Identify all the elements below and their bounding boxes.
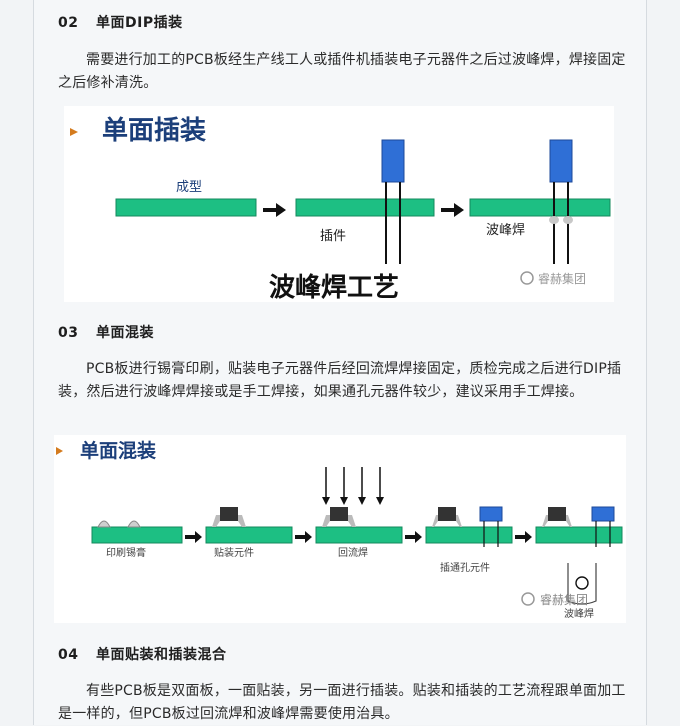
paragraph-mixed: PCB板进行锡膏印刷，贴装电子元器件后经回流焊焊接固定，质检完成之后进行DIP插…	[58, 361, 622, 400]
title-bullet-icon	[70, 128, 78, 136]
figure-single-mixed: 单面混装 印刷锡膏 贴装元件 回流焊	[54, 435, 626, 623]
smd-lead	[348, 515, 356, 527]
through-hole-component	[549, 139, 573, 183]
through-hole-component	[591, 506, 615, 522]
step-label-insertion: 插件	[320, 229, 346, 244]
section-number: 04	[58, 647, 79, 663]
smd-component	[330, 507, 348, 521]
arrow-icon	[185, 531, 202, 543]
step-label-reflow: 回流焊	[338, 546, 368, 559]
right-border	[646, 0, 647, 725]
section-number: 03	[58, 325, 79, 341]
smd-lead	[456, 515, 462, 527]
smd-component	[548, 507, 566, 521]
section-title: 单面贴装和插装混合	[96, 647, 227, 663]
through-hole-component	[381, 139, 405, 183]
through-hole-component	[479, 506, 503, 522]
dip-process-diagram: 单面插装 成型 插件 波峰焊 波峰焊工艺 睿赫集团	[70, 116, 611, 302]
step-label-wave: 波峰焊	[564, 607, 594, 620]
solder-joint	[563, 216, 573, 224]
section-heading-02: 02 单面DIP插装	[58, 12, 183, 32]
step-label-insert: 插通孔元件	[440, 561, 490, 574]
title-bullet-icon	[56, 447, 63, 455]
section-heading-04: 04 单面贴装和插装混合	[58, 644, 227, 664]
smd-lead	[212, 515, 220, 527]
smd-component	[220, 507, 238, 521]
smd-lead	[238, 515, 246, 527]
solder-joint	[549, 216, 559, 224]
smd-lead	[566, 515, 572, 527]
watermark: 睿赫集团	[540, 592, 588, 607]
figure-single-dip: 单面插装 成型 插件 波峰焊 波峰焊工艺 睿赫集团	[64, 106, 614, 302]
arrow-icon	[263, 203, 286, 217]
section-heading-03: 03 单面混装	[58, 322, 154, 342]
arrow-icon	[441, 203, 464, 217]
wechat-icon	[521, 592, 535, 606]
arrow-icon	[295, 531, 312, 543]
heat-arrow-head	[340, 497, 348, 505]
pcb-board-stage3	[315, 526, 403, 544]
section-title: 单面DIP插装	[96, 15, 183, 31]
smd-component	[438, 507, 456, 521]
pcb-board-stage1	[115, 198, 257, 217]
wave-icon	[575, 576, 589, 590]
figure-title: 单面插装	[102, 116, 206, 146]
pcb-board-stage2	[205, 526, 293, 544]
watermark: 睿赫集团	[538, 271, 586, 286]
heat-arrow-head	[358, 497, 366, 505]
smd-lead	[322, 515, 330, 527]
section-title: 单面混装	[96, 325, 154, 341]
paragraph-dip: 需要进行加工的PCB板经生产线工人或插件机插装电子元器件之后过波峰焊，焊接固定之…	[58, 52, 626, 91]
figure-caption: 波峰焊工艺	[269, 273, 399, 302]
pcb-board-stage3	[469, 198, 611, 217]
arrow-icon	[515, 531, 532, 543]
step-label-forming: 成型	[176, 180, 202, 195]
smd-lead	[542, 515, 548, 527]
solder-paste	[97, 520, 111, 528]
heat-arrow-head	[376, 497, 384, 505]
figure-title: 单面混装	[80, 439, 156, 462]
solder-pot-icon	[567, 563, 597, 605]
arrow-icon	[405, 531, 422, 543]
smd-lead	[432, 515, 438, 527]
solder-paste	[127, 520, 141, 528]
heat-arrow-head	[322, 497, 330, 505]
mixed-process-diagram: 单面混装 印刷锡膏 贴装元件 回流焊	[56, 439, 623, 620]
pcb-board-stage2	[295, 198, 435, 217]
paragraph-double-sided: 有些PCB板是双面板，一面贴装，另一面进行插装。贴装和插装的工艺流程跟单面加工是…	[58, 683, 626, 722]
pcb-board-stage4	[425, 526, 513, 544]
wechat-icon	[520, 271, 534, 285]
pcb-board-stage1	[91, 526, 183, 544]
left-border	[33, 0, 34, 725]
step-label-placement: 贴装元件	[214, 546, 254, 559]
step-label-wave-solder: 波峰焊	[486, 222, 525, 238]
pcb-board-stage5	[535, 526, 623, 544]
step-label-paste: 印刷锡膏	[106, 546, 146, 559]
section-number: 02	[58, 15, 79, 31]
